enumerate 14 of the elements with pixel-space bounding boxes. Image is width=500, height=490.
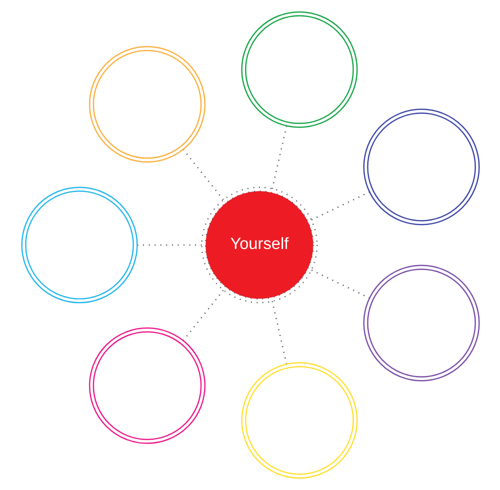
node-circle	[362, 264, 480, 382]
node-circle: Yourself	[200, 186, 318, 304]
node-circle	[20, 186, 138, 304]
connector	[271, 126, 287, 189]
connector	[310, 270, 370, 299]
node-circle	[240, 11, 358, 128]
connector	[182, 149, 224, 200]
node-circle	[88, 327, 206, 444]
node-circle	[240, 362, 358, 479]
connector	[310, 191, 370, 220]
node-circle	[88, 46, 206, 163]
connector	[182, 290, 224, 341]
connector	[271, 301, 287, 364]
node-circle	[362, 108, 480, 226]
